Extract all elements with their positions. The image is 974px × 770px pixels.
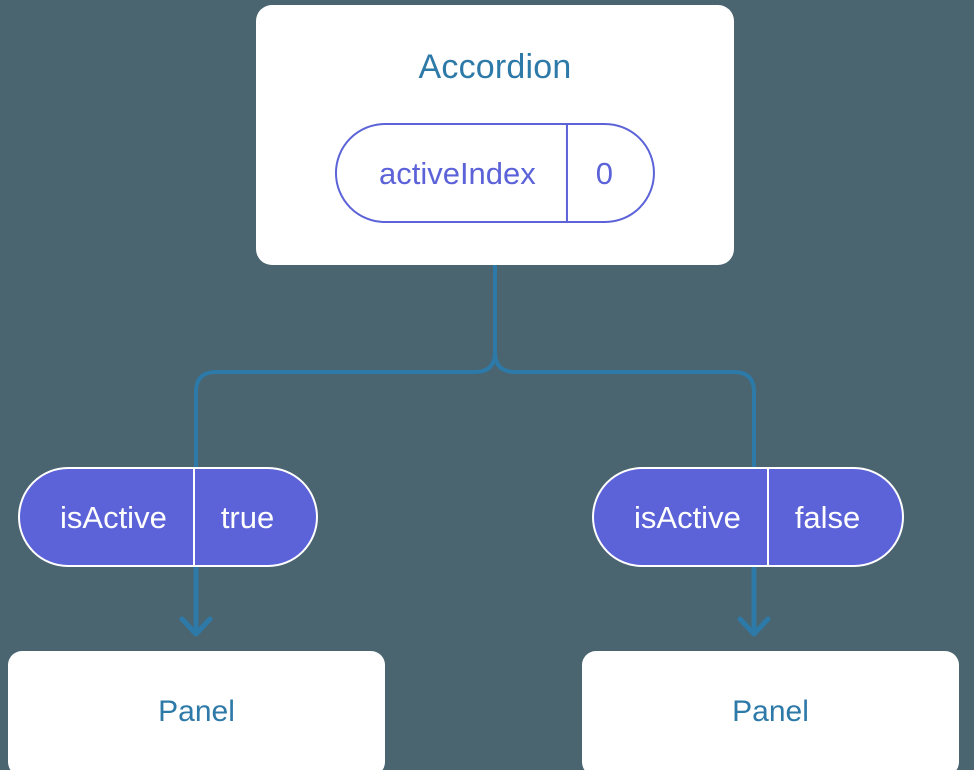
accordion-state-value: 0 <box>565 125 653 221</box>
arrow-left-down-icon <box>179 564 213 637</box>
prop-pill-right[interactable]: isActive false <box>592 467 905 567</box>
panel-card-left-title: Panel <box>158 695 235 728</box>
prop-pill-right-value: false <box>766 469 902 565</box>
connector-parent-to-left <box>194 263 497 469</box>
prop-pill-left-value: true <box>192 469 316 565</box>
accordion-state-pill[interactable]: activeIndex 0 <box>334 123 656 223</box>
accordion-component-card[interactable]: Accordion activeIndex 0 <box>256 5 734 265</box>
panel-card-right-title: Panel <box>732 695 809 728</box>
prop-pill-left-key: isActive <box>60 499 167 535</box>
panel-card-left[interactable]: Panel <box>8 651 385 770</box>
accordion-state-key: activeIndex <box>378 155 536 191</box>
prop-pill-left[interactable]: isActive true <box>18 467 319 567</box>
accordion-title: Accordion <box>418 48 572 86</box>
panel-card-right[interactable]: Panel <box>582 651 959 770</box>
arrow-right-down-icon <box>737 564 771 637</box>
connector-parent-to-right <box>493 263 756 469</box>
prop-pill-right-key: isActive <box>634 499 741 535</box>
